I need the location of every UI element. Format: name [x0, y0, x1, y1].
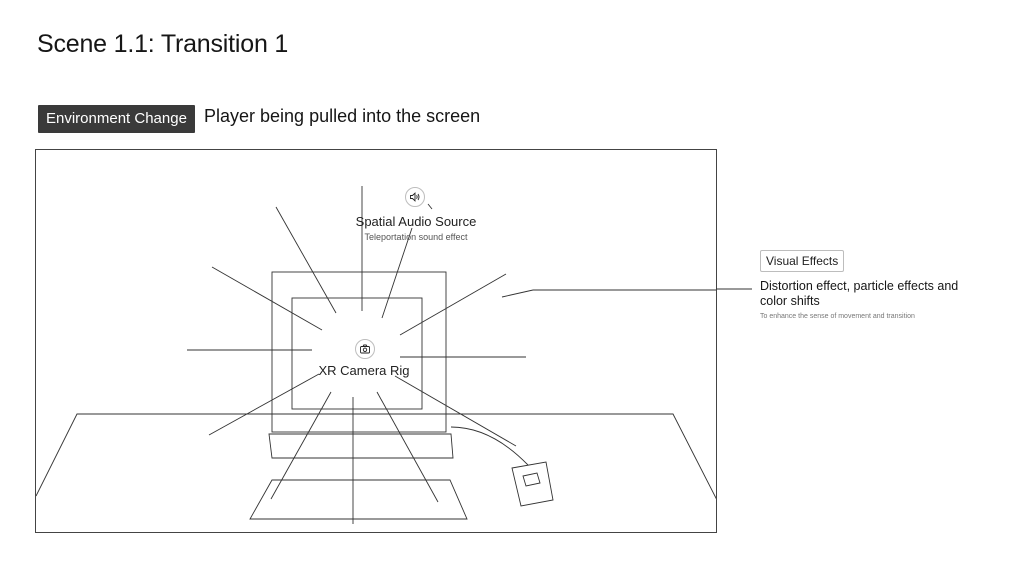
audio-source-label: Spatial Audio Source: [355, 214, 477, 229]
desk-outline: [36, 413, 716, 500]
camera-rig-label: XR Camera Rig: [318, 363, 410, 378]
scene-subtitle: Player being pulled into the screen: [204, 106, 481, 126]
visual-effects-description: Distortion effect, particle effects and …: [760, 279, 959, 308]
mouse: [511, 461, 554, 507]
radial-line: [376, 391, 439, 503]
monitor-screen: [291, 297, 423, 410]
radial-line: [208, 373, 320, 436]
radial-line: [270, 391, 332, 500]
radial-line: [211, 266, 323, 331]
speaker-icon: [405, 187, 425, 207]
keyboard: [268, 433, 454, 459]
monitor-outer: [271, 271, 447, 433]
mouse-cable: [450, 426, 529, 466]
page-title: Scene 1.1: Transition 1: [37, 30, 289, 58]
camera-icon: [355, 339, 375, 359]
radial-line: [275, 206, 337, 314]
radial-line: [394, 375, 517, 447]
visual-effects-note: To enhance the sense of movement and tra…: [760, 313, 915, 320]
scene-sketch: [36, 186, 716, 524]
environment-change-tag: Environment Change: [38, 105, 195, 133]
mouse-pad: [249, 479, 468, 520]
mouse-button: [522, 472, 541, 487]
visual-effects-pointer: [501, 289, 534, 298]
audio-source-description: Teleportation sound effect: [364, 232, 468, 242]
radial-line: [399, 273, 507, 336]
visual-effects-badge: Visual Effects: [760, 250, 845, 272]
scene-sketch-frame: [35, 149, 717, 533]
audio-tick: [427, 203, 433, 210]
radial-line: [381, 227, 413, 319]
